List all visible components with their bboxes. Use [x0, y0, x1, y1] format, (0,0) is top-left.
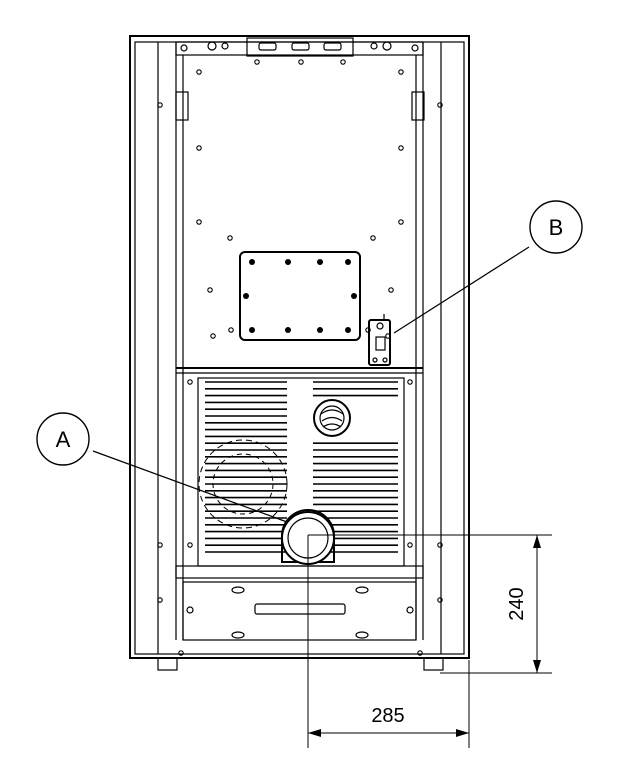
- horizontal-dimension: 285: [307, 535, 470, 748]
- upper-back-panel: [182, 54, 417, 369]
- callout-a-label: A: [56, 427, 71, 452]
- air-intake-port: [313, 399, 351, 437]
- screw-hole: [254, 59, 260, 65]
- screw-hole: [196, 145, 202, 151]
- screw-hole: [437, 102, 443, 108]
- screw-hole: [178, 650, 184, 656]
- screw-hole: [196, 69, 202, 75]
- screw-hole: [340, 59, 346, 65]
- screw-hole: [210, 333, 216, 339]
- callout-a: A: [36, 412, 90, 466]
- horizontal-dimension-label: 285: [371, 705, 404, 727]
- hatch-bolt: [351, 293, 357, 299]
- screw-hole: [228, 327, 234, 333]
- screw-hole: [298, 59, 304, 65]
- screw-hole: [398, 69, 404, 75]
- screw-holes: [157, 59, 443, 656]
- top-rail: [175, 37, 424, 57]
- screw-hole: [398, 219, 404, 225]
- screw-hole: [398, 145, 404, 151]
- stove-cabinet: [129, 35, 470, 659]
- inspection-hatch: [239, 251, 361, 341]
- callout-b: B: [529, 200, 583, 254]
- hatch-bolt: [249, 259, 255, 265]
- power-switch-bracket: [368, 314, 391, 366]
- screw-hole: [207, 287, 213, 293]
- screw-hole: [437, 542, 443, 548]
- fan-hidden-outline: [198, 439, 288, 529]
- screw-hole: [196, 219, 202, 225]
- screw-hole: [437, 597, 443, 603]
- vertical-dimension-label: 240: [506, 587, 528, 620]
- hatch-bolt: [249, 327, 255, 333]
- screw-hole: [187, 542, 193, 548]
- base-drawer: [175, 565, 424, 641]
- stove-base: [130, 657, 469, 671]
- screw-hole: [407, 379, 413, 385]
- side-brackets: [175, 91, 425, 121]
- hatch-bolt: [345, 259, 351, 265]
- hatch-bolt: [285, 327, 291, 333]
- screw-hole: [187, 379, 193, 385]
- hatch-bolt: [345, 327, 351, 333]
- callout-leaders: [92, 246, 530, 523]
- screw-hole: [370, 235, 376, 241]
- callout-b-label: B: [549, 215, 564, 240]
- hatch-bolt: [317, 327, 323, 333]
- screw-hole: [157, 542, 163, 548]
- screw-hole: [407, 542, 413, 548]
- screw-hole: [227, 235, 233, 241]
- screw-hole: [157, 597, 163, 603]
- hatch-bolt: [243, 293, 249, 299]
- hatch-bolt: [317, 259, 323, 265]
- hatch-bolt: [285, 259, 291, 265]
- screw-hole: [388, 287, 394, 293]
- screw-hole: [157, 102, 163, 108]
- vertical-dimension: 240: [308, 534, 552, 674]
- screw-hole: [417, 650, 423, 656]
- hatch-bolts: [243, 259, 357, 333]
